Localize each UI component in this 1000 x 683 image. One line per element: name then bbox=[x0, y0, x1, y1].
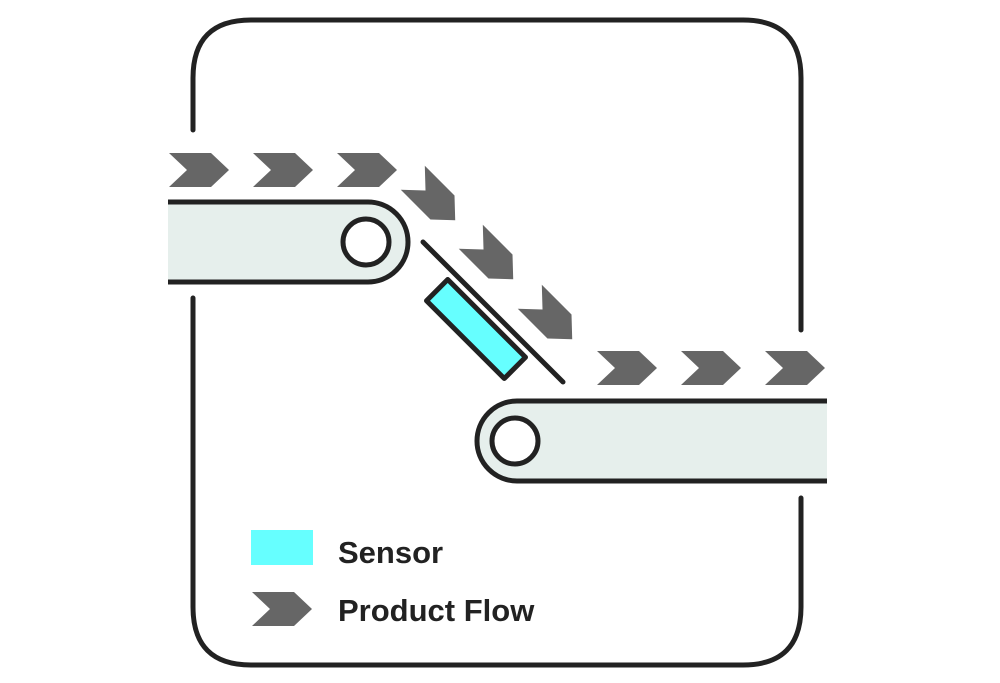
chevron-arrow-icon bbox=[169, 153, 229, 187]
roller-icon bbox=[489, 415, 541, 467]
chevron-arrow-icon bbox=[681, 351, 741, 385]
transfer-chute bbox=[420, 239, 566, 385]
lower-conveyor-belt bbox=[474, 398, 827, 484]
legend-sensor-label: Sensor bbox=[338, 535, 444, 570]
chevron-arrow-icon bbox=[253, 153, 313, 187]
chevron-arrow-icon bbox=[597, 351, 657, 385]
chevron-arrow-icon bbox=[765, 351, 825, 385]
chevron-arrow-icon bbox=[517, 284, 585, 352]
upper-conveyor-belt bbox=[168, 199, 411, 285]
legend bbox=[251, 530, 313, 626]
sensor-icon bbox=[424, 277, 528, 381]
chevron-arrow-icon bbox=[337, 153, 397, 187]
chevron-arrow-icon bbox=[400, 165, 468, 233]
legend-product-flow-label: Product Flow bbox=[338, 593, 535, 628]
chevron-arrow-icon bbox=[252, 592, 312, 626]
roller-icon bbox=[340, 216, 392, 268]
enclosure-frame bbox=[190, 17, 804, 668]
legend-sensor-swatch bbox=[251, 530, 313, 565]
chevron-arrow-icon bbox=[458, 224, 526, 292]
